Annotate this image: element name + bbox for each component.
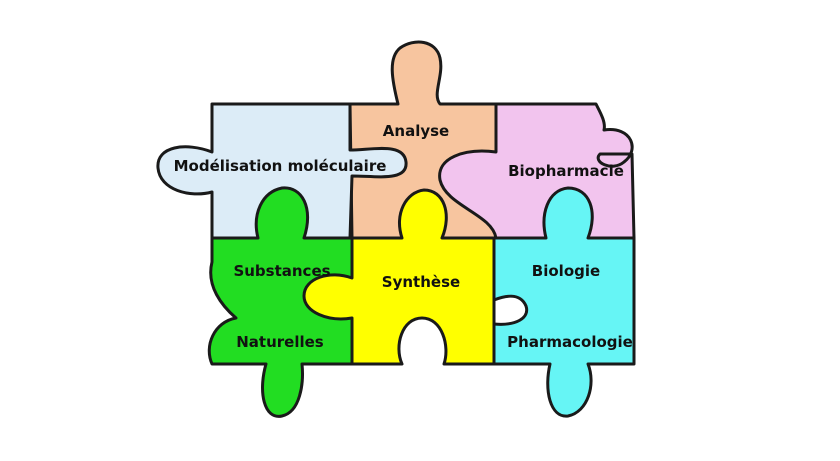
label-biologie: Biologie [532, 262, 600, 280]
label-modelisation: Modélisation moléculaire [174, 157, 387, 175]
label-pharmacologie: Pharmacologie [507, 333, 633, 351]
label-substances: Substances [233, 262, 330, 280]
piece-biologie [492, 186, 636, 418]
piece-substances [207, 186, 354, 418]
label-synthese: Synthèse [382, 273, 460, 291]
label-biopharmacie: Biopharmacie [508, 162, 624, 180]
piece-synthese [302, 188, 496, 366]
label-naturelles: Naturelles [236, 333, 324, 351]
label-analyse: Analyse [383, 122, 449, 140]
